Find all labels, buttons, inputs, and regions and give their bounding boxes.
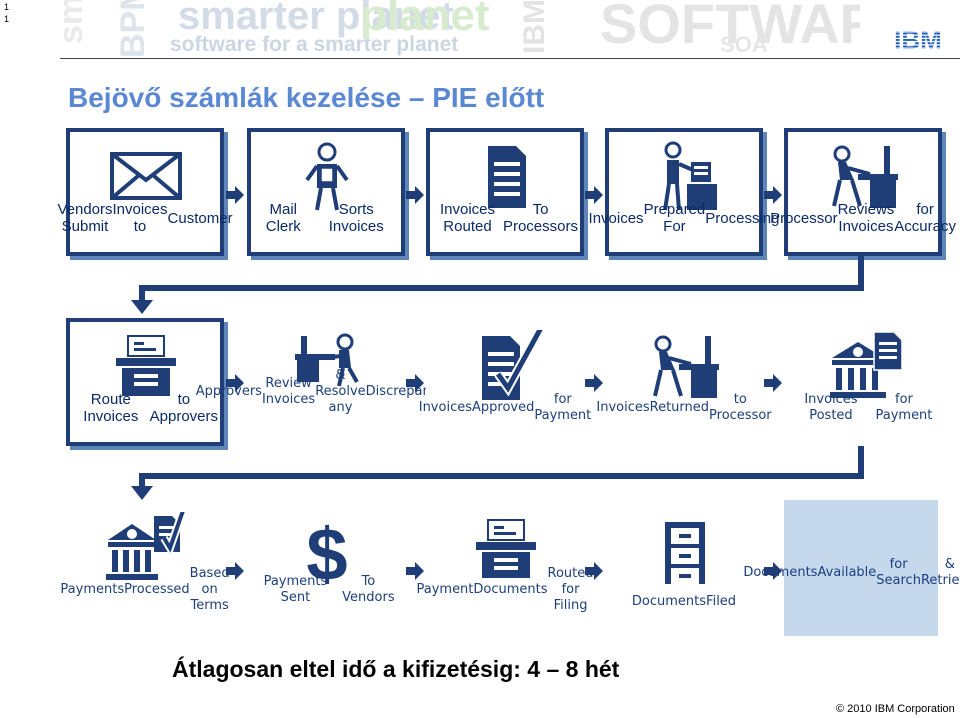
banner-watermark: software for a smarter planet	[170, 33, 459, 56]
routing-tray-icon	[116, 335, 176, 396]
envelope-icon	[110, 152, 182, 200]
banner-watermark: planet	[360, 0, 490, 40]
banner: smarter planet BPM smarter planet softwa…	[60, 0, 860, 58]
average-time-summary: Átlagosan eltel idő a kifizetésig: 4 – 8…	[172, 656, 620, 682]
banner-watermark: IBM	[518, 0, 551, 54]
banner-watermark: smarter planet	[178, 0, 454, 38]
person-preparing-icon	[663, 141, 717, 211]
page-title: Bejövő számlák kezelése – PIE előtt	[68, 82, 545, 113]
flow-arrow-icon	[585, 374, 603, 392]
page-number-repeat: 1	[4, 14, 10, 24]
mail-clerk-icon	[305, 142, 349, 211]
dollar-icon: $	[306, 513, 347, 584]
flow-arrow-icon	[764, 186, 782, 204]
filing-cabinet-icon	[665, 522, 705, 584]
processor-desk-icon	[832, 145, 898, 208]
header-rule	[60, 58, 960, 59]
flow-arrow-icon	[406, 374, 424, 392]
page-number: 1	[4, 2, 10, 12]
banner-watermark: SOFTWARE	[600, 0, 860, 55]
filing-tray-icon	[476, 519, 536, 578]
approver-desk-icon	[295, 333, 359, 387]
step-card-documents-available: DocumentsAvailablefor Search& Retrieval	[743, 500, 960, 636]
document-icon	[488, 146, 526, 208]
flow-arrow-icon	[406, 562, 424, 580]
returned-desk-icon	[653, 335, 719, 398]
flow-arrow-icon	[226, 186, 244, 204]
bank-payment-icon	[106, 512, 186, 580]
svg-text:IBM: IBM	[894, 26, 942, 52]
flow-arrow-icon	[764, 374, 782, 392]
copyright: © 2010 IBM Corporation	[836, 703, 955, 715]
flow-arrow-icon	[585, 186, 603, 204]
banner-watermark: SOA	[720, 32, 768, 57]
flow-arrow-icon	[764, 562, 782, 580]
bank-posting-icon	[830, 331, 903, 398]
flow-arrow-icon	[226, 374, 244, 392]
flow-arrow-icon	[406, 186, 424, 204]
row-connector-arrow	[131, 446, 864, 500]
ibm-logo: IBM	[894, 26, 942, 52]
flow-arrow-icon	[226, 562, 244, 580]
banner-watermark: BPM	[114, 0, 152, 58]
row-connector-arrow	[131, 256, 864, 314]
flow-arrow-icon	[585, 562, 603, 580]
step-label: DocumentsAvailablefor Search& Retrieval	[743, 557, 960, 588]
banner-watermark: smarter planet	[60, 0, 90, 44]
svg-text:$: $	[306, 513, 347, 584]
approved-document-icon	[482, 330, 545, 400]
